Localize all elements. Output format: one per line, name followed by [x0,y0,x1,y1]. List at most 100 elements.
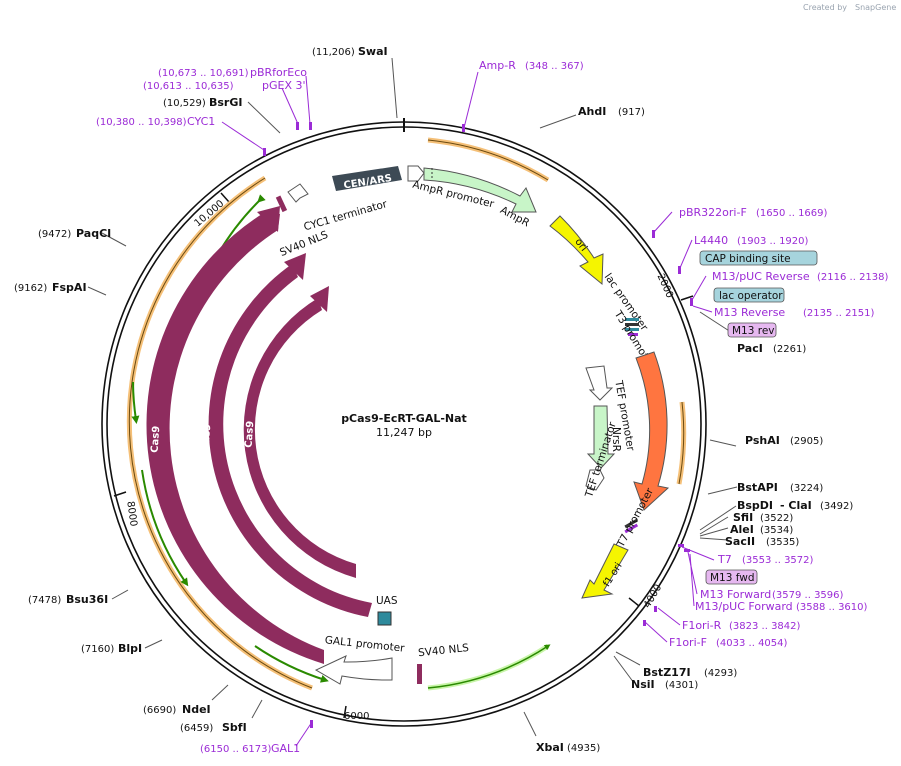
primer-pos-gal1: (6150 .. 6173) [200,744,272,755]
small-white-arrow-top [407,165,425,182]
site-pos-swai: (11,206) [312,47,355,58]
site-pos-bstz17i: (4293) [704,668,737,679]
tef-promoter-arrow [585,365,614,401]
site-pshai[interactable]: PshAI [745,434,780,447]
gal1-promoter-arrow [314,655,393,685]
site-swai[interactable]: SwaI [358,45,388,58]
site-ndei[interactable]: NdeI [182,703,211,716]
primer-pos-pgex-3: (10,613 .. 10,635) [143,81,234,92]
cyc1-terminator-label: CYC1 terminator [302,198,389,233]
site-pos-fspai: (9162) [14,283,47,294]
site-bstapi[interactable]: BstAPI [737,481,778,494]
primer-pos-cyc1: (10,380 .. 10,398) [96,117,187,128]
orf-arrow-3 [141,469,189,587]
site-paci[interactable]: PacI [737,342,763,355]
site-fspai[interactable]: FspAI [52,281,87,294]
top-features: CEN/ARS CYC1 terminator SV40 NLS AmpR pr… [275,165,537,259]
primer-f1ori-r[interactable]: F1ori-R [682,619,722,632]
natmx6-label: natMX6 [628,389,639,432]
primer-amp-r[interactable]: Amp-R [479,59,516,72]
primer-t7[interactable]: T7 [717,553,732,566]
lac-operator-label: lac operator [719,290,783,302]
orf-arrow-4 [254,645,329,683]
primer-pos-m13-puc-reverse: (2116 .. 2138) [817,272,889,283]
primer-gal1[interactable]: GAL1 [271,742,300,755]
t7-promoter-label: T7 promoter [614,486,656,551]
primer-l4440[interactable]: L4440 [694,234,728,247]
site-clai[interactable]: - ClaI [780,499,812,512]
site-pos-nsii: (4301) [665,680,698,691]
site-sfii[interactable]: SfiI [733,511,753,524]
primer-f1ori-f[interactable]: F1ori-F [669,636,707,649]
primer-pos-amp-r: (348 .. 367) [525,61,584,72]
primer-pos-l4440: (1903 .. 1920) [737,236,809,247]
site-pos-bspdi: (3492) [820,501,853,512]
primer-pbrforeco[interactable]: pBRforEco [250,66,307,79]
primer-pos-f1ori-r: (3823 .. 3842) [729,621,801,632]
orf-arrows [131,194,551,691]
m13-rev-box[interactable] [727,322,777,338]
primer-leader-lines [221,71,715,747]
cas9-label-2: Cas9 [200,423,213,451]
site-pos-paci: (2261) [773,344,806,355]
site-xbai[interactable]: XbaI [536,741,564,754]
site-pos-ahdi: (917) [618,107,645,118]
primer-pos-m13-reverse: (2135 .. 2151) [803,308,875,319]
site-pos-alei: (3534) [760,525,793,536]
primer-m13-forward[interactable]: M13 Forward [700,588,771,601]
site-bsu36i[interactable]: Bsu36I [66,593,108,606]
site-bstz17i[interactable]: BstZ17I [643,666,691,679]
site-pos-paqci: (9472) [38,229,71,240]
site-pos-sfii: (3522) [760,513,793,524]
cap-binding-site-box[interactable] [699,250,818,266]
site-paqci[interactable]: PaqCI [76,227,111,240]
site-sacii[interactable]: SacII [725,535,755,548]
plasmid-size: 11,247 bp [376,426,432,439]
orf-rings [126,137,687,691]
created-by-text: Created by [803,3,847,12]
orf-ring-nat-line [678,401,685,485]
primer-pbr322ori-f[interactable]: pBR322ori-F [679,206,747,219]
cas9-arc-outer [146,214,324,664]
cas9-arc-middle-head [284,253,306,280]
snapgene-brand: SnapGene [855,3,896,12]
site-nsii[interactable]: NsiI [631,678,655,691]
primer-m13-puc-forward[interactable]: M13/pUC Forward [695,600,793,613]
primer-cyc1[interactable]: CYC1 [187,115,215,128]
site-blpi[interactable]: BlpI [118,642,142,655]
site-pos-bstapi: (3224) [790,483,823,494]
primer-pgex-3[interactable]: pGEX 3' [262,79,306,92]
primer-pos-pbrforeco: (10,673 .. 10,691) [158,68,249,79]
site-pos-bsrgi: (10,529) [163,98,206,109]
cas9-arc-outer-head [257,206,280,232]
sv40-nls-top-mark [275,195,288,213]
site-bsrgi[interactable]: BsrGI [209,96,242,109]
m13-fwd-box[interactable] [705,569,758,585]
site-pos-blpi: (7160) [81,644,114,655]
m13-fwd-label: M13 fwd [710,572,755,584]
site-ahdi[interactable]: AhdI [578,105,606,118]
site-alei[interactable]: AleI [730,523,754,536]
site-pos-sacii: (3535) [766,537,799,548]
bottom-features: UAS GAL1 promoter SV40 NLS [314,595,470,685]
site-bspdi[interactable]: BspDI [737,499,773,512]
tick-label-6000: 6000 [344,711,369,722]
site-pos-sbfi: (6459) [180,723,213,734]
primer-m13-puc-reverse[interactable]: M13/pUC Reverse [712,270,810,283]
primer-labels: Amp-R (348 .. 367) pBR322ori-F (1650 .. … [96,59,889,755]
primer-pos-f1ori-f: (4033 .. 4054) [716,638,788,649]
site-pos-bsu36i: (7478) [28,595,61,606]
leader-lines [87,57,738,737]
cas9-label-3: Cas9 [243,420,256,448]
backbone [101,118,707,727]
gal1-promoter-label: GAL1 promoter [324,634,405,654]
orf-ring-cas9-line [128,177,313,689]
lac-operator-box[interactable] [713,287,785,303]
cas9-arc-inner [243,298,356,578]
cen-ars-box [332,166,402,191]
cas9-arc-inner-head [310,286,329,312]
primer-pos-m13-forward: (3579 .. 3596) [772,590,844,601]
orf-arrow-5 [427,644,551,689]
primer-m13-reverse[interactable]: M13 Reverse [714,306,785,319]
site-sbfi[interactable]: SbfI [222,721,247,734]
